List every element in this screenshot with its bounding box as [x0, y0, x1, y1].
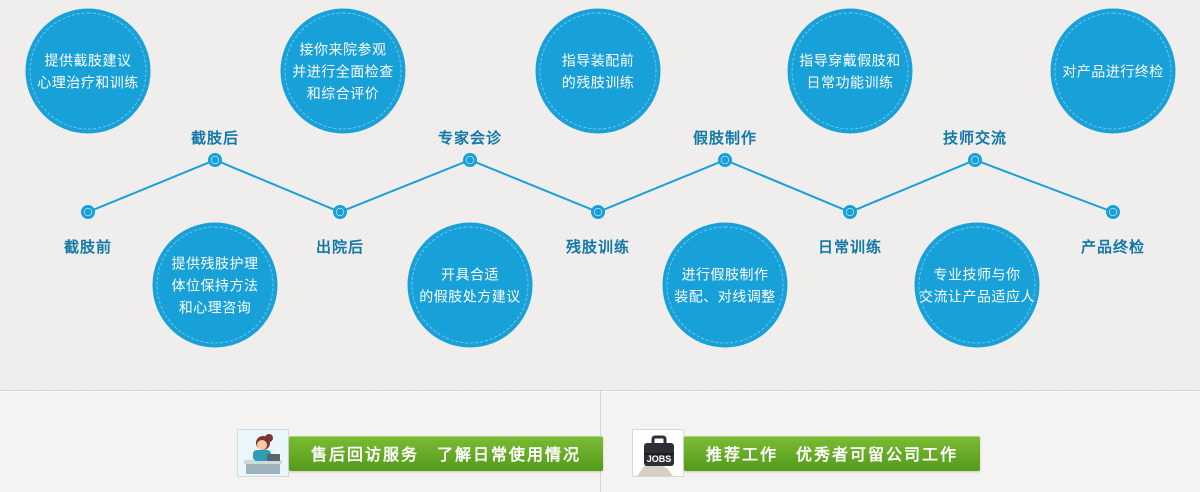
node-dot: [971, 156, 979, 164]
circle-text-line: 交流让产品适应人: [919, 288, 1035, 304]
stage-label-6: 假肢制作: [692, 130, 758, 147]
detail-circle-stump-training: 指导装配前 的残肢训练: [535, 8, 661, 134]
circle-text-line: 并进行全面检查: [292, 63, 394, 79]
detail-circle-pre-amputation: 提供截肢建议 心理治疗和训练: [25, 8, 151, 134]
node-dot: [466, 156, 474, 164]
node-dot: [1109, 208, 1117, 216]
circle-text-line: 的残肢训练: [561, 74, 635, 90]
node-dot: [721, 156, 729, 164]
timeline-node-8: [968, 153, 982, 167]
circle-text-line: 接你来院参观: [299, 41, 387, 57]
circle-text-line: 指导穿戴假肢和: [799, 52, 901, 68]
circle-text-line: 日常功能训练: [806, 74, 894, 90]
stage-label-5: 残肢训练: [565, 239, 631, 256]
detail-circle-after-discharge: 接你来院参观 并进行全面检查 和综合评价: [280, 8, 406, 134]
timeline-node-7: [843, 205, 857, 219]
node-dot: [84, 208, 92, 216]
detail-circle-final-inspection: 对产品进行终检: [1050, 8, 1176, 134]
customer-service-icon: [237, 429, 289, 477]
stage-label-2: 截肢后: [190, 130, 240, 147]
detail-circle-technician-communication: 专业技师与你 交流让产品适应人: [914, 222, 1040, 348]
timeline-node-9: [1106, 205, 1120, 219]
node-dot: [336, 208, 344, 216]
circle-text-line: 进行假肢制作: [681, 266, 769, 282]
circle-text-line: 心理治疗和训练: [37, 74, 139, 90]
node-dot: [594, 208, 602, 216]
node-dot: [211, 156, 219, 164]
svg-text:JOBS: JOBS: [647, 454, 672, 464]
after-sales-banner-label: 售后回访服务 了解日常使用情况: [289, 435, 604, 471]
circle-text-line: 体位保持方法: [171, 277, 259, 293]
jobs-briefcase-icon: JOBS: [632, 429, 684, 477]
stage-label-7: 日常训练: [817, 239, 883, 256]
circle-text-line: 提供截肢建议: [44, 52, 132, 68]
circle-text-line: 对产品进行终检: [1062, 63, 1164, 79]
stage-label-1: 截肢前: [63, 239, 113, 256]
circle-text-line: 的假肢处方建议: [419, 288, 521, 304]
circle-text-line: 开具合适: [441, 266, 499, 282]
timeline-node-6: [718, 153, 732, 167]
circle-text-line: 提供残肢护理: [171, 255, 259, 271]
jobs-banner[interactable]: JOBS 推荐工作 优秀者可留公司工作: [632, 429, 981, 477]
detail-circle-expert-consultation: 开具合适 的假肢处方建议: [407, 222, 533, 348]
stage-label-3: 出院后: [315, 239, 365, 256]
after-sales-banner[interactable]: 售后回访服务 了解日常使用情况: [237, 429, 604, 477]
detail-circle-post-amputation: 提供残肢护理 体位保持方法 和心理咨询: [152, 222, 278, 348]
circle-text-line: 装配、对线调整: [674, 288, 776, 304]
stage-label-4: 专家会诊: [437, 130, 503, 147]
timeline-node-3: [333, 205, 347, 219]
node-dot: [846, 208, 854, 216]
timeline-node-1: [81, 205, 95, 219]
stage-label-8: 技师交流: [942, 130, 1008, 147]
circle-text-line: 和综合评价: [306, 85, 380, 101]
stage-label-9: 产品终检: [1080, 239, 1146, 256]
circle-text-line: 和心理咨询: [178, 299, 252, 315]
detail-circle-daily-training: 指导穿戴假肢和 日常功能训练: [787, 8, 913, 134]
timeline-node-2: [208, 153, 222, 167]
circle-text-line: 专业技师与你: [933, 266, 1021, 282]
detail-circle-prosthesis-fabrication: 进行假肢制作 装配、对线调整: [662, 222, 788, 348]
jobs-banner-label: 推荐工作 优秀者可留公司工作: [684, 435, 981, 471]
timeline-node-4: [463, 153, 477, 167]
timeline-node-5: [591, 205, 605, 219]
circle-text-line: 指导装配前: [561, 52, 635, 68]
